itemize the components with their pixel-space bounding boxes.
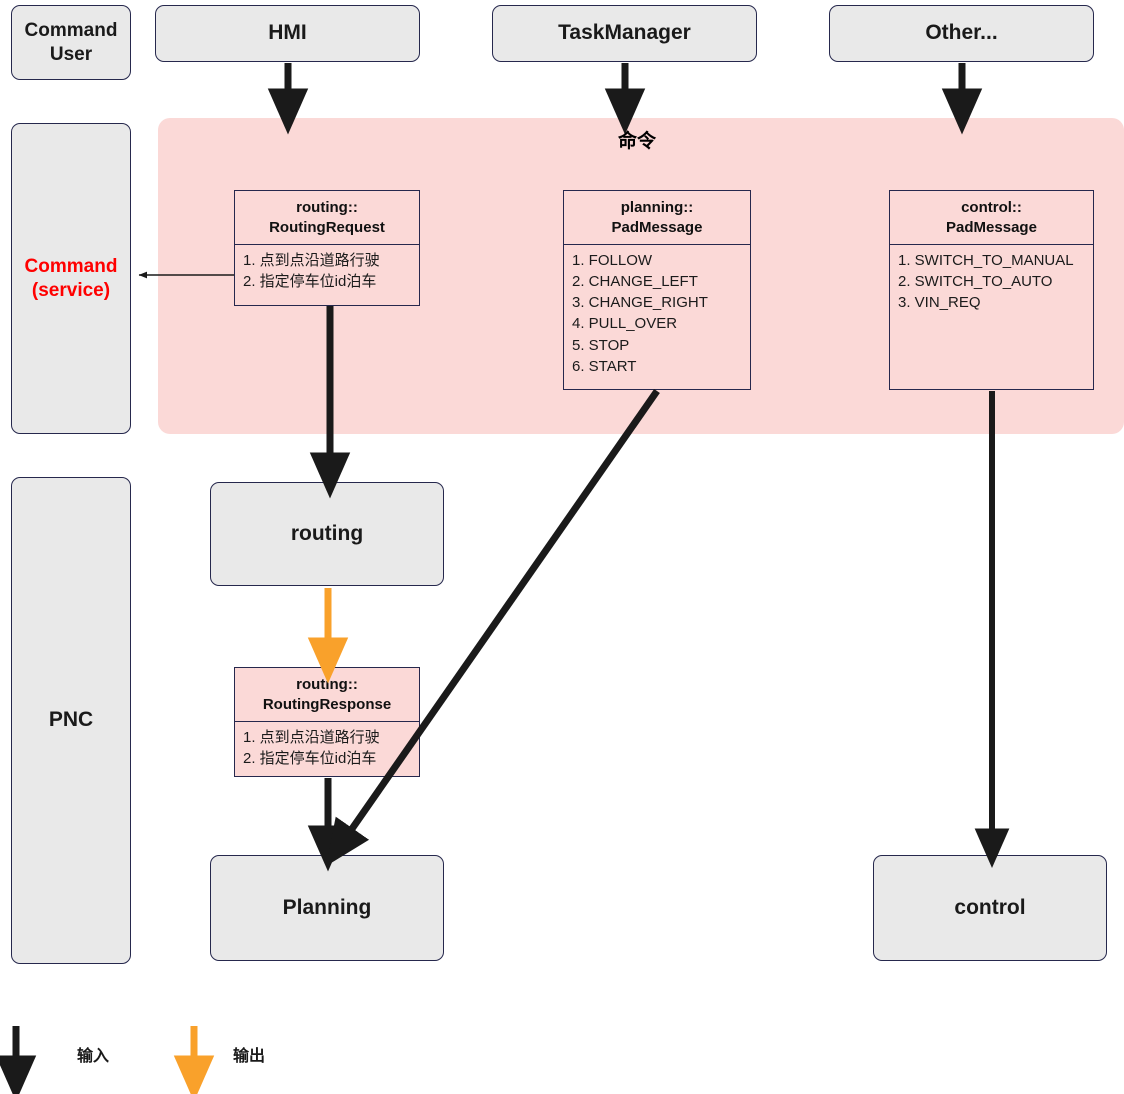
module-planning-box[interactable]: Planning (210, 855, 444, 961)
message-routing-request[interactable]: routing:: RoutingRequest 1. 点到点沿道路行驶 2. … (234, 190, 420, 306)
title-line2: RoutingResponse (262, 695, 392, 713)
pnc-box[interactable]: PNC (11, 477, 131, 964)
command-user-label-line1: Command (24, 19, 118, 41)
title-line2: PadMessage (946, 218, 1037, 236)
pnc-label: PNC (48, 708, 94, 732)
actor-other-label: Other... (925, 21, 998, 45)
legend-input-label: 输入 (77, 1048, 110, 1065)
list-item: 6. START (572, 358, 637, 376)
title-line1: routing:: (296, 676, 358, 693)
title-line1: routing:: (296, 199, 358, 216)
module-control-box[interactable]: control (873, 855, 1107, 961)
list-item: 1. 点到点沿道路行驶 (243, 728, 380, 746)
message-control-padmessage-title: control:: PadMessage (890, 191, 1093, 245)
message-routing-response-title: routing:: RoutingResponse (235, 668, 419, 722)
actor-taskmanager-label: TaskManager (558, 21, 691, 45)
list-item: 3. CHANGE_RIGHT (572, 294, 708, 312)
message-control-padmessage-items: 1. SWITCH_TO_MANUAL 2. SWITCH_TO_AUTO 3.… (890, 245, 1093, 389)
list-item: 5. STOP (572, 336, 630, 354)
list-item: 2. SWITCH_TO_AUTO (898, 272, 1053, 290)
message-planning-padmessage[interactable]: planning:: PadMessage 1. FOLLOW 2. CHANG… (563, 190, 751, 390)
command-user-label-line2: User (49, 43, 93, 65)
message-control-padmessage[interactable]: control:: PadMessage 1. SWITCH_TO_MANUAL… (889, 190, 1094, 390)
actor-taskmanager-box[interactable]: TaskManager (492, 5, 757, 62)
list-item: 4. PULL_OVER (572, 315, 678, 333)
command-service-label-line2: (service) (31, 279, 111, 301)
command-service-box[interactable]: Command (service) (11, 123, 131, 434)
list-item: 1. 点到点沿道路行驶 (243, 251, 380, 269)
list-item: 2. CHANGE_LEFT (572, 272, 698, 290)
message-routing-response[interactable]: routing:: RoutingResponse 1. 点到点沿道路行驶 2.… (234, 667, 420, 777)
list-item: 1. FOLLOW (572, 251, 653, 269)
list-item: 2. 指定停车位id泊车 (243, 272, 377, 290)
arrow-planning-padmessage-to-planning (325, 388, 660, 867)
list-item: 3. VIN_REQ (898, 294, 981, 312)
title-line1: control:: (961, 199, 1022, 216)
message-routing-request-items: 1. 点到点沿道路行驶 2. 指定停车位id泊车 (235, 245, 419, 305)
actor-hmi-label: HMI (268, 21, 307, 45)
message-planning-padmessage-title: planning:: PadMessage (564, 191, 750, 245)
message-routing-request-title: routing:: RoutingRequest (235, 191, 419, 245)
list-item: 2. 指定停车位id泊车 (243, 749, 377, 767)
legend-output-label: 输出 (233, 1048, 266, 1065)
command-user-box[interactable]: Command User (11, 5, 131, 80)
module-planning-label: Planning (282, 895, 372, 919)
module-control-label: control (954, 895, 1026, 919)
title-line2: PadMessage (611, 218, 703, 236)
message-routing-response-items: 1. 点到点沿道路行驶 2. 指定停车位id泊车 (235, 722, 419, 776)
actor-other-box[interactable]: Other... (829, 5, 1094, 62)
title-line1: planning:: (620, 199, 694, 216)
title-line2: RoutingRequest (269, 218, 385, 236)
list-item: 1. SWITCH_TO_MANUAL (898, 251, 1074, 269)
module-routing-label: routing (290, 521, 364, 545)
command-region-label: 命令 (617, 131, 656, 152)
command-service-label-line1: Command (24, 255, 118, 277)
message-planning-padmessage-items: 1. FOLLOW 2. CHANGE_LEFT 3. CHANGE_RIGHT… (564, 245, 750, 389)
actor-hmi-box[interactable]: HMI (155, 5, 420, 62)
module-routing-box[interactable]: routing (210, 482, 444, 586)
